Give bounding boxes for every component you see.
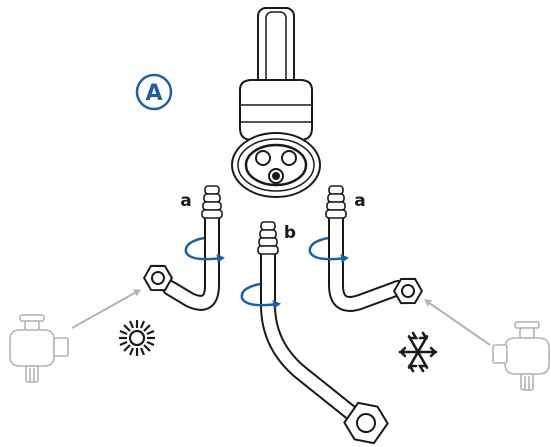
step-badge: A <box>137 75 171 109</box>
barb-fitting-left <box>202 186 222 218</box>
shutoff-valve-icon <box>493 322 549 390</box>
hose-label-center: b <box>284 223 296 243</box>
faucet-body <box>232 8 320 197</box>
barb-fitting-right <box>326 186 346 218</box>
step-label: A <box>145 81 162 106</box>
hose-right-cold <box>326 186 425 309</box>
barb-fitting-center <box>258 222 278 254</box>
sun-icon <box>119 320 155 356</box>
shutoff-valve-icon <box>10 315 68 382</box>
hex-nut-right <box>391 273 426 309</box>
connect-arrow-right <box>425 300 490 345</box>
hose-label-left: a <box>180 191 191 211</box>
snowflake-icon <box>400 333 436 371</box>
hose-label-right: a <box>354 191 365 211</box>
hose-center <box>258 222 392 447</box>
